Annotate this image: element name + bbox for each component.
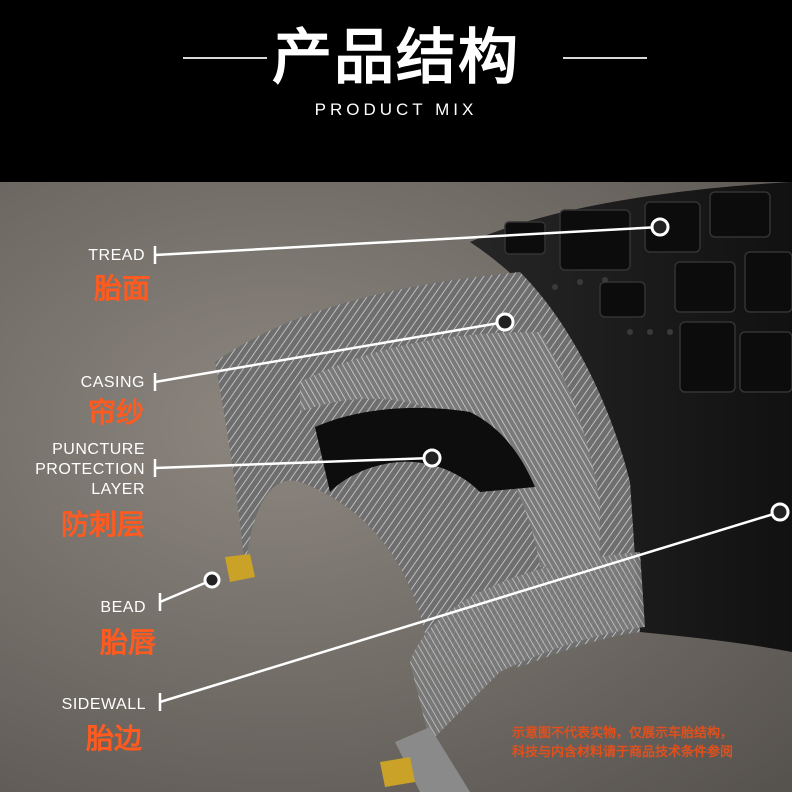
label-bead-en: BEAD [100, 599, 146, 616]
puncture-layer [315, 407, 535, 492]
header-banner: 产品结构 PRODUCT MIX [0, 0, 792, 182]
page-title: 产品结构 [272, 23, 520, 93]
label-tread-en: TREAD [88, 247, 145, 264]
label-casing-cn: 帘纱 [87, 396, 144, 429]
tread-body [470, 182, 792, 652]
bead-wire [225, 554, 415, 787]
label-casing-en: CASING [80, 374, 145, 391]
title-rule-right [563, 57, 647, 59]
title-rule-left [183, 57, 267, 59]
label-puncture-en-line2: PROTECTION [35, 461, 145, 478]
label-tread-cn: 胎面 [93, 272, 150, 305]
label-puncture-en-line1: PUNCTURE [52, 441, 145, 458]
disclaimer-line-1: 示意图不代表实物，仅展示车胎结构， [512, 726, 734, 741]
leader-lines [154, 225, 781, 704]
leader-endpoints [203, 217, 790, 589]
leader-ticks [153, 246, 162, 711]
label-puncture-cn: 防刺层 [60, 508, 145, 541]
casing-layer [215, 272, 640, 667]
tire-diagram: TREAD 胎面 CASING 帘纱 PUNCTURE PROTECTION L… [0, 182, 792, 792]
page-subtitle: PRODUCT MIX [314, 100, 478, 119]
disclaimer-line-2: 科技与内含材料请于商品技术条件参阅 [512, 745, 734, 760]
label-bead-cn: 胎唇 [99, 626, 156, 659]
label-sidewall-cn: 胎边 [85, 722, 142, 755]
label-sidewall-en: SIDEWALL [61, 696, 146, 713]
label-puncture-en-line3: LAYER [91, 481, 145, 498]
tire-illustration [153, 182, 792, 792]
